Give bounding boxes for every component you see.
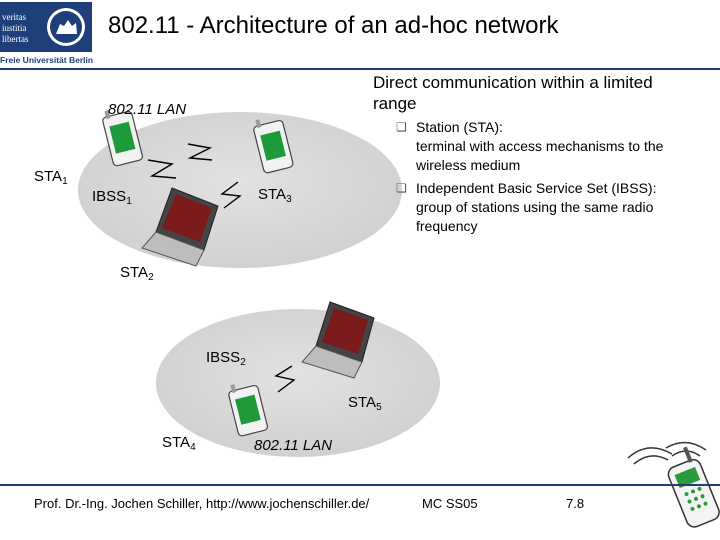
logo-motto-line: veritas	[2, 12, 26, 22]
station-name: STA	[348, 394, 377, 411]
station-name: STA	[162, 434, 191, 451]
network-name: IBSS	[206, 349, 241, 366]
bear-seal-icon	[47, 8, 85, 46]
bullet-ibss: ❏ Independent Basic Service Set (IBSS): …	[396, 179, 716, 236]
sta4-label: STA4	[162, 434, 196, 453]
logo-shield: veritas iustitia libertas	[0, 2, 92, 52]
ibss2-cell	[156, 309, 440, 457]
station-index: 5	[376, 402, 382, 413]
logo-motto-line: libertas	[2, 34, 29, 44]
station-name: STA	[120, 264, 149, 281]
station-index: 4	[190, 442, 196, 453]
station-index: 1	[62, 176, 68, 187]
radio-link-icon	[147, 159, 177, 179]
station-index: 3	[286, 194, 292, 205]
laptop-sta5-icon	[301, 301, 375, 379]
station-index: 2	[148, 272, 154, 283]
station-name: STA	[34, 168, 63, 185]
footer-page-number: 7.8	[566, 496, 585, 511]
bullet-head: Station (STA):	[416, 119, 503, 135]
laptop-sta2-icon	[141, 187, 219, 267]
sta5-label: STA5	[348, 394, 382, 413]
pda-sta1-icon	[102, 110, 143, 167]
bullet-head: Independent Basic Service Set (IBSS):	[416, 180, 657, 196]
logo-motto-line: iustitia	[2, 23, 27, 33]
title-divider	[0, 68, 720, 70]
bullet-square-icon: ❏	[396, 120, 407, 134]
range-description: Direct communication within a limited ra…	[373, 73, 653, 113]
mobile-phone-icon	[627, 441, 720, 528]
station-name: STA	[258, 186, 287, 203]
ibss2-label: IBSS2	[206, 349, 246, 368]
radio-link-icon	[220, 181, 242, 209]
footer-author: Prof. Dr.-Ing. Jochen Schiller, http://w…	[34, 496, 370, 511]
sta1-label: STA1	[34, 168, 68, 187]
logo-university-name: Freie Universität Berlin	[0, 55, 94, 65]
bullet-body: group of stations using the same radio f…	[416, 199, 654, 234]
slide-title: 802.11 - Architecture of an ad-hoc netwo…	[108, 12, 559, 39]
bullet-body: terminal with access mechanisms to the w…	[416, 138, 664, 173]
sta2-label: STA2	[120, 264, 154, 283]
radio-link-icon	[274, 365, 296, 393]
ibss1-label: IBSS1	[92, 188, 132, 207]
network-name: IBSS	[92, 188, 127, 205]
network-index: 1	[126, 196, 132, 207]
lan-label-top: 802.11 LAN	[108, 101, 187, 118]
sta3-label: STA3	[258, 186, 292, 205]
pda-sta4-icon	[228, 384, 268, 437]
pda-sta3-icon	[253, 119, 294, 174]
footer-divider	[0, 484, 720, 486]
university-logo: veritas iustitia libertas Freie Universi…	[0, 0, 96, 70]
footer-course: MC SS05	[422, 496, 478, 511]
network-index: 2	[240, 357, 246, 368]
bullet-station: ❏ Station (STA): terminal with access me…	[396, 118, 716, 175]
logo-motto: veritas iustitia libertas	[2, 12, 40, 45]
radio-link-icon	[187, 143, 213, 161]
lan-label-bottom: 802.11 LAN	[254, 437, 333, 454]
bullet-square-icon: ❏	[396, 181, 407, 195]
